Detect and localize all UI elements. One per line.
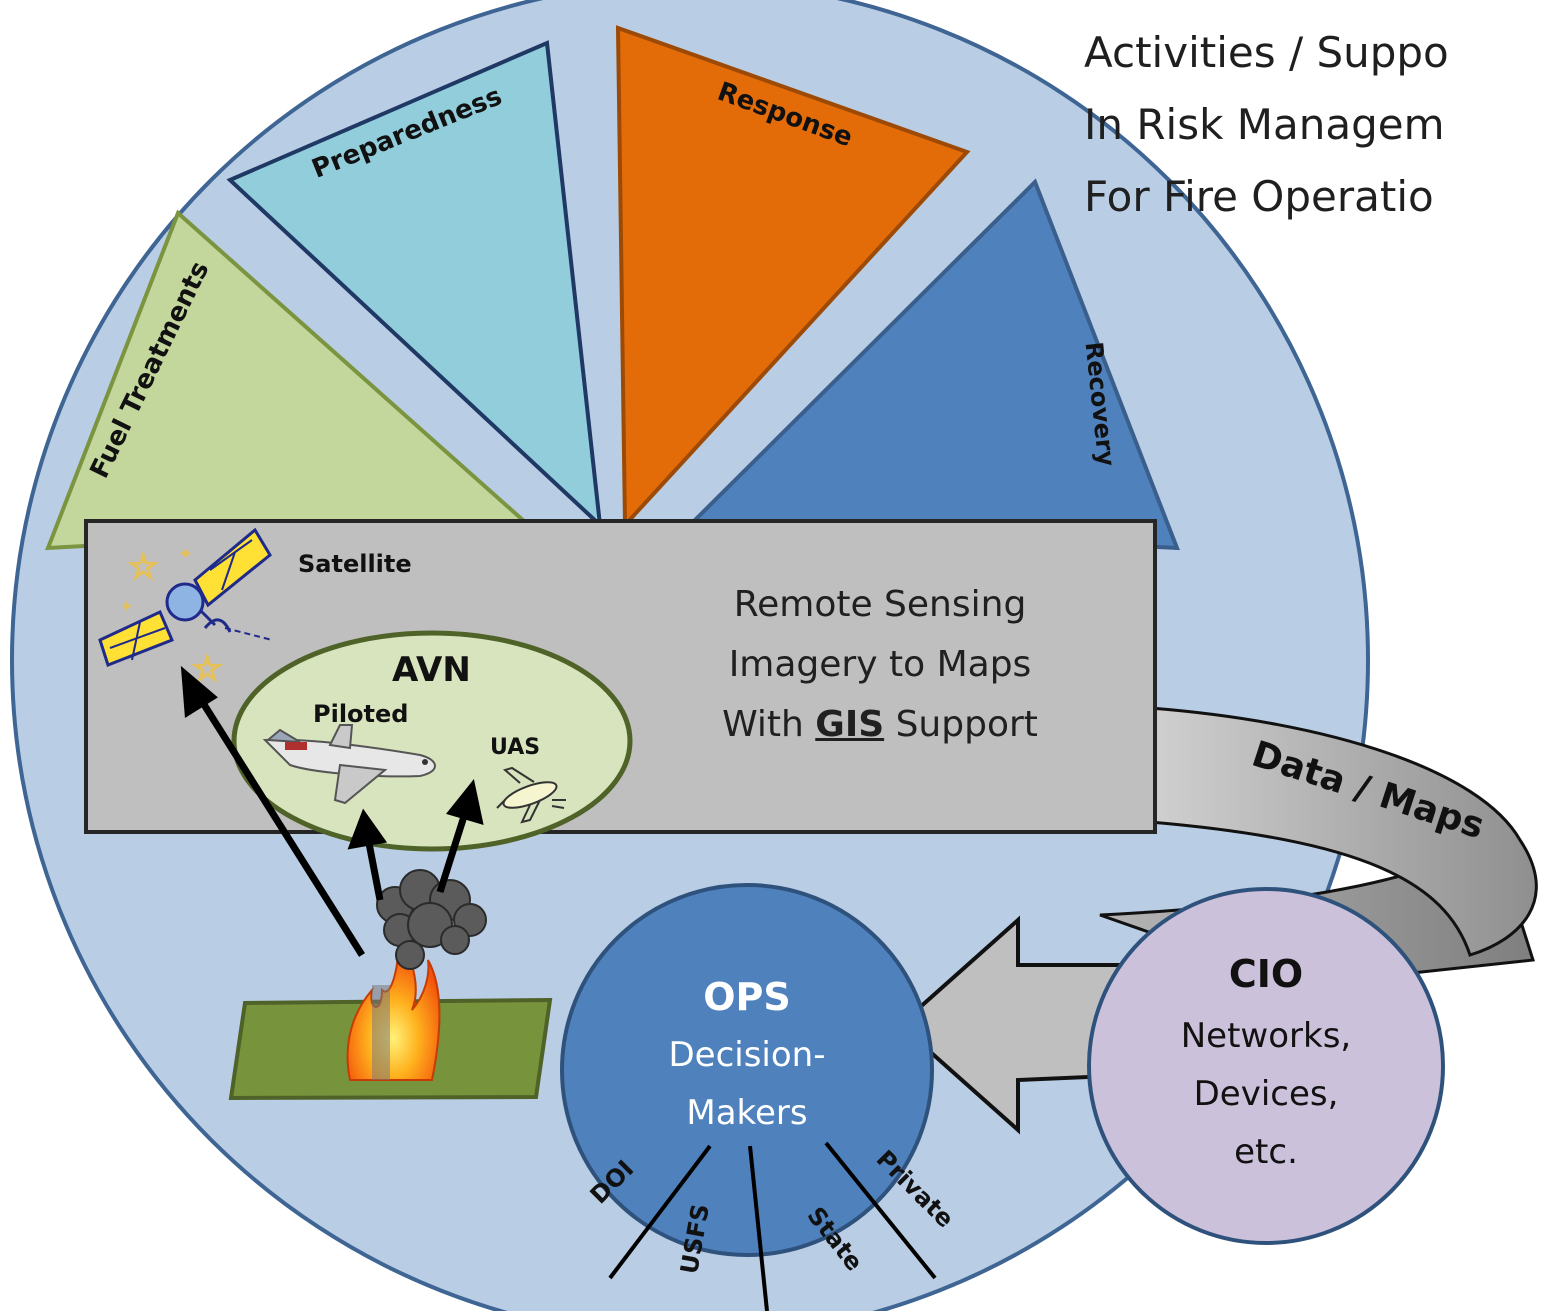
title-line-2: In Risk Managem [1084,100,1445,149]
smoke-icon [376,869,487,970]
uas-icon [496,766,566,824]
avn-label: AVN [392,650,471,690]
svg-text:✦: ✦ [178,544,193,564]
data-maps-band [1148,706,1538,957]
cio-circle [1087,887,1445,1245]
title-line-3: For Fire Operatio [1084,172,1434,221]
cio-line-2: Devices, [1193,1074,1339,1114]
preparedness-wedge [226,40,603,531]
gis-suffix: Support [884,704,1038,745]
piloted-label: Piloted [313,700,409,728]
gis-prefix: With [722,704,816,745]
agency-lines [608,1141,937,1311]
satellite-label: Satellite [298,550,412,578]
remote-sensing-line-2: Imagery to Maps [728,644,1032,685]
svg-text:☆: ☆ [128,548,158,586]
ops-title: OPS [703,975,791,1019]
uas-label: UAS [490,735,541,760]
ops-line-2: Makers [686,1093,808,1133]
remote-sensing-line-1: Remote Sensing [733,584,1027,625]
remote-sensing-line-3: With GIS Support [690,704,1070,745]
title-line-1: Activities / Suppo [1084,28,1449,77]
jet-icon [262,724,436,805]
cio-line-1: Networks, [1180,1016,1352,1056]
cio-title: CIO [1228,952,1304,996]
response-wedge [615,25,971,531]
cio-line-3: etc. [1234,1132,1298,1172]
svg-text:✦: ✦ [120,599,133,616]
gis-label: GIS [815,704,885,745]
ops-line-1: Decision- [668,1035,826,1075]
sensing-arrows [180,665,484,957]
